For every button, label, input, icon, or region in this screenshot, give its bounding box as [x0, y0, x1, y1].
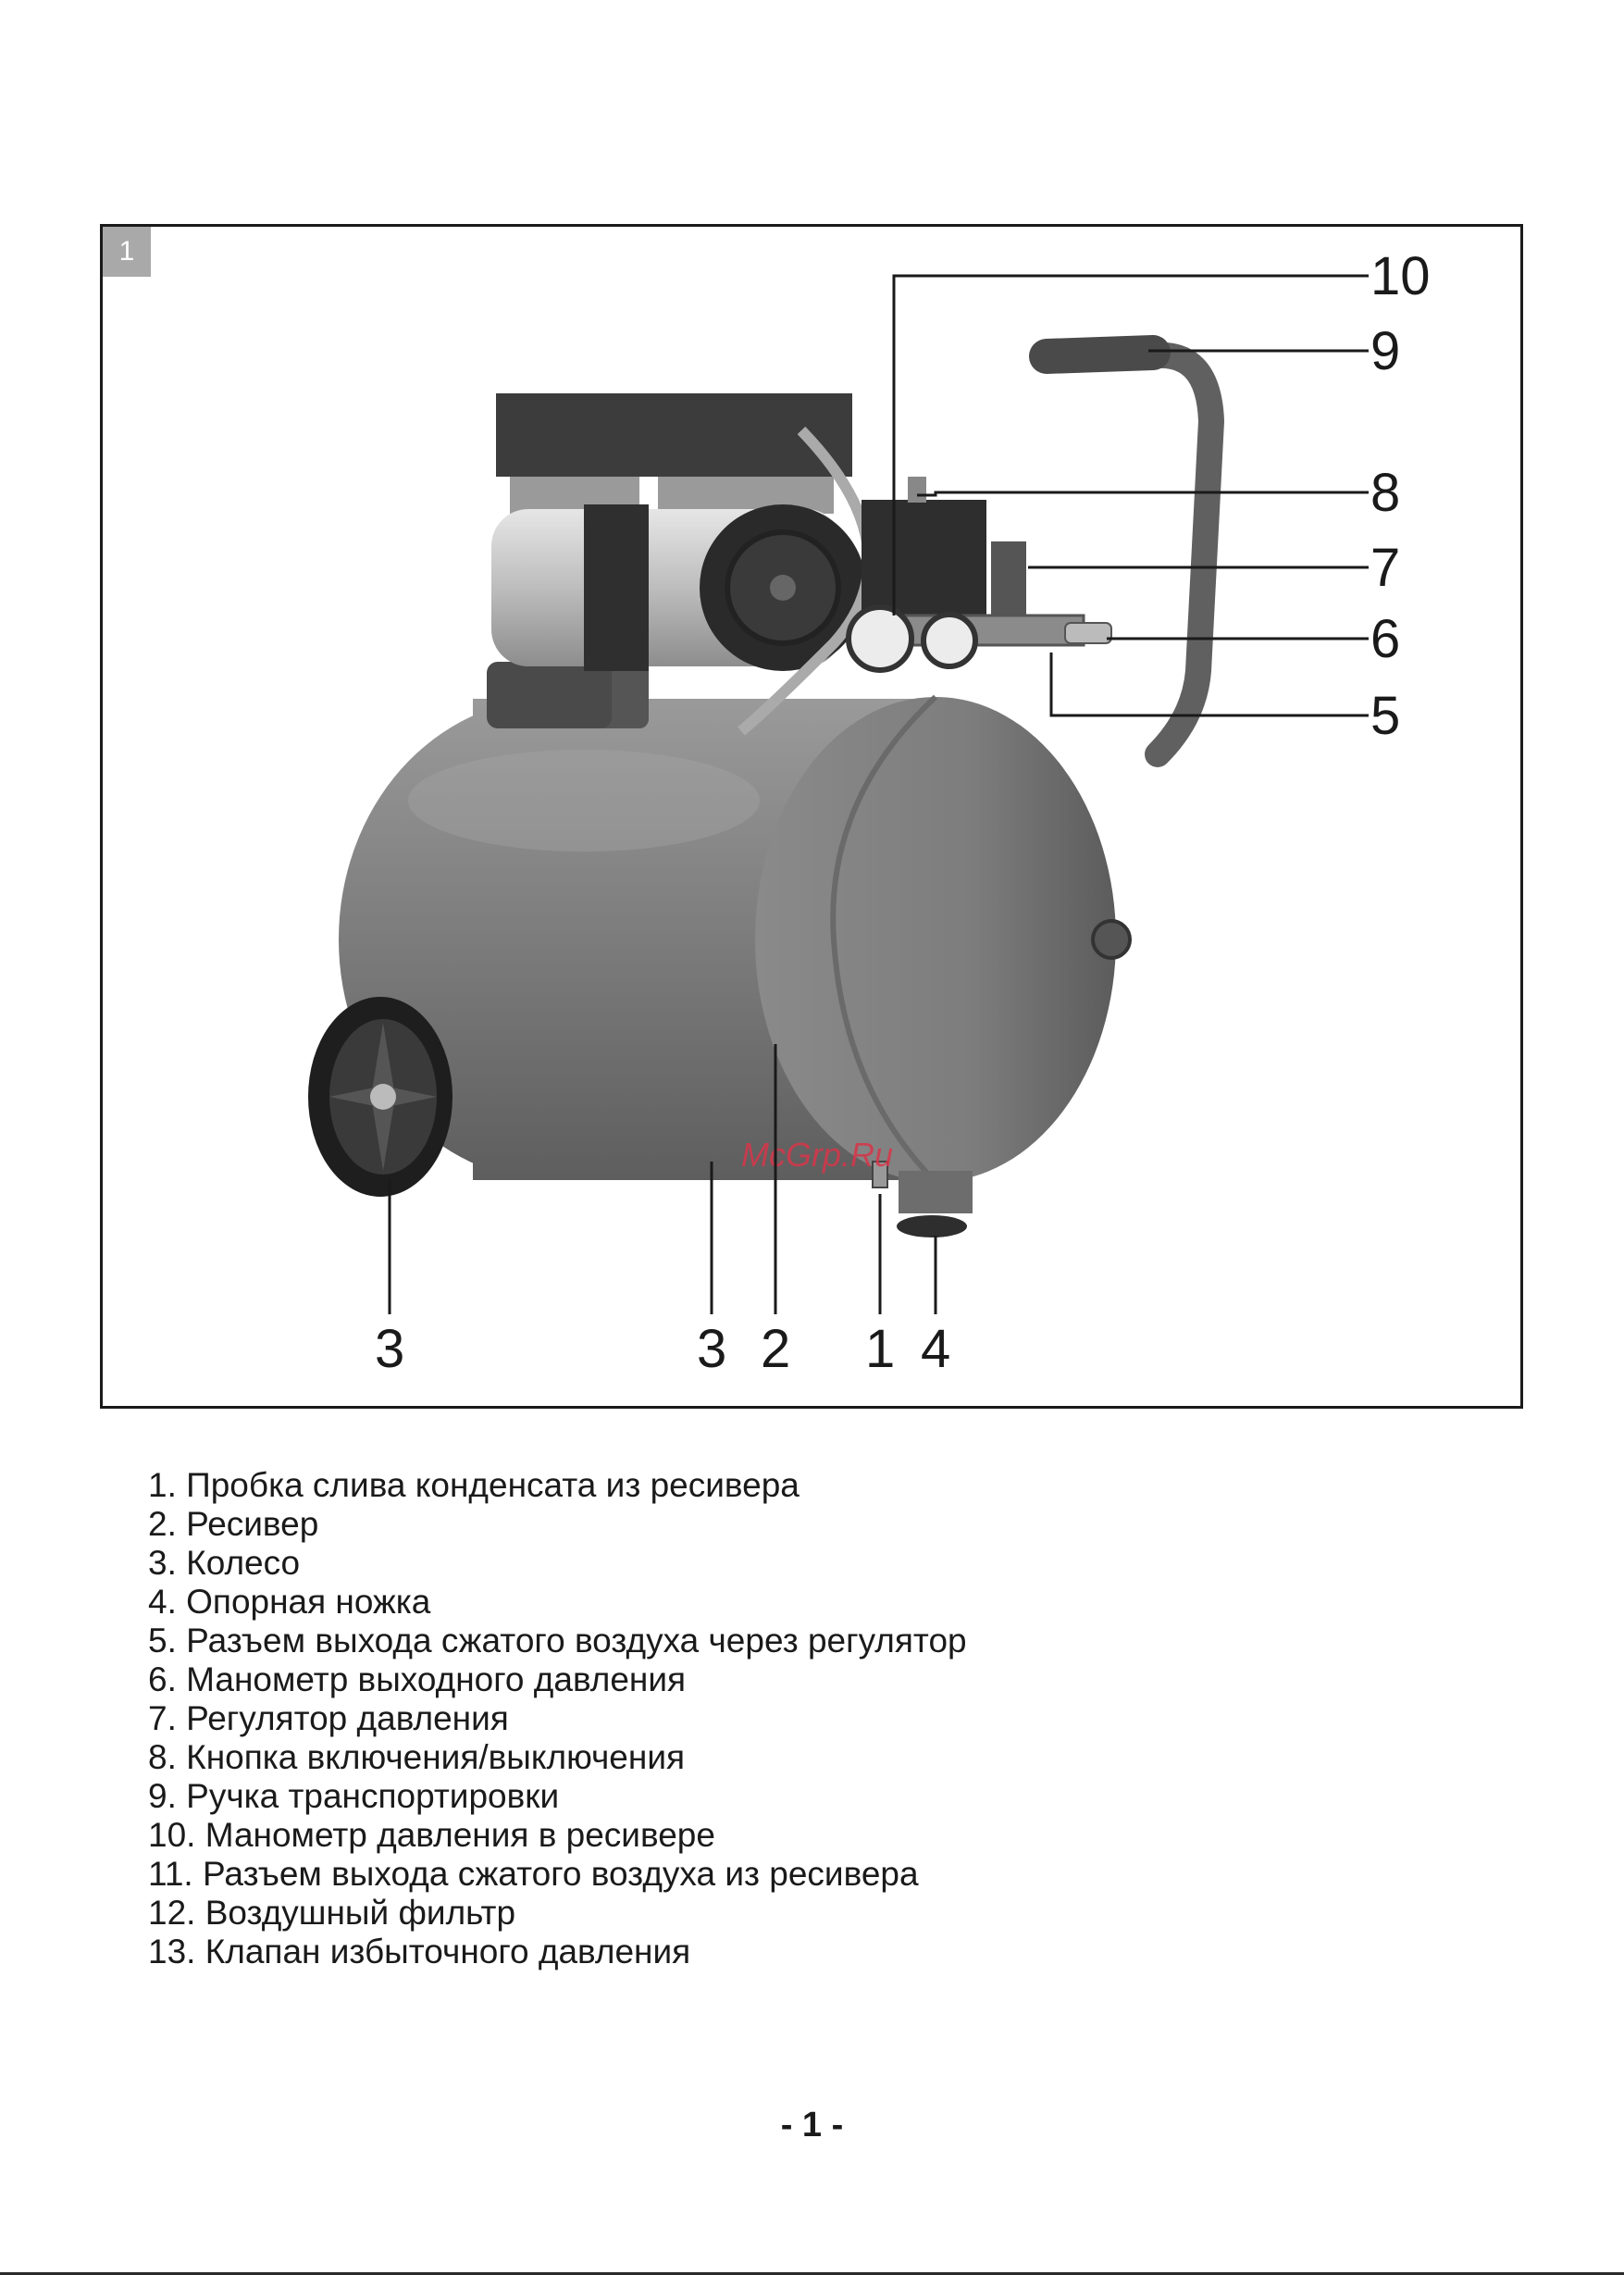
legend-item: 6. Манометр выходного давления: [148, 1660, 687, 1698]
legend-item: 9. Ручка транспортировки: [148, 1777, 560, 1815]
legend-item: 10. Манометр давления в ресивере: [148, 1816, 715, 1854]
callout-5: 5: [1370, 686, 1400, 746]
support-foot: [897, 1171, 973, 1237]
wheel: [308, 997, 452, 1197]
callout-2: 2: [761, 1319, 790, 1379]
callout-4: 4: [921, 1319, 950, 1379]
leader-lines: [388, 274, 1369, 1314]
power-button: [908, 477, 926, 503]
bottom-rule: [0, 2272, 1624, 2275]
callout-8: 8: [1370, 463, 1400, 523]
transport-handle: [1029, 335, 1225, 767]
pressure-regulator: [991, 541, 1026, 615]
figure-frame: 1: [100, 224, 1523, 1409]
pressure-switch: [862, 477, 986, 615]
legend-item: 5. Разъем выхода сжатого воздуха через р…: [148, 1622, 967, 1660]
legend-item: 2. Ресивер: [148, 1505, 319, 1543]
tank-pressure-gauge: [846, 604, 914, 673]
watermark: McGrp.Ru: [741, 1136, 893, 1174]
legend-item: 1. Пробка слива конденсата из ресивера: [148, 1466, 800, 1504]
callout-3-wheel: 3: [375, 1319, 404, 1379]
callout-10: 10: [1370, 246, 1431, 306]
outlet-manifold: [846, 541, 1112, 673]
capacitor-box: [487, 662, 612, 728]
figure-number-tab: 1: [103, 227, 151, 277]
legend-item: 8. Кнопка включения/выключения: [148, 1738, 686, 1776]
air-hose: [738, 426, 874, 736]
legend-item: 12. Воздушный фильтр: [148, 1894, 516, 1932]
air-receiver-tank: [339, 694, 1132, 1185]
callout-9: 9: [1370, 321, 1400, 381]
tank-plug: [1091, 919, 1132, 960]
cylinder-heads: [496, 393, 852, 514]
motor-housing: [491, 504, 866, 671]
callout-3-center: 3: [697, 1319, 726, 1379]
page-number: - 1 -: [780, 2106, 844, 2144]
drain-plug: [872, 1161, 888, 1188]
legend-item: 7. Регулятор давления: [148, 1699, 509, 1737]
regulator-outlet: [1064, 622, 1112, 644]
compressor-illustration: McGrp.Ru 10 9 8 7 6 5 3 3 2 1 4: [308, 246, 1431, 1379]
legend-item: 4. Опорная ножка: [148, 1583, 431, 1621]
parts-legend: 1. Пробка слива конденсата из ресивера 2…: [148, 1466, 967, 1971]
legend-item: 3. Колесо: [148, 1544, 301, 1582]
legend-item: 13. Клапан избыточного давления: [148, 1933, 691, 1970]
output-pressure-gauge: [921, 612, 978, 669]
callout-6: 6: [1370, 609, 1400, 669]
callout-1: 1: [865, 1319, 895, 1379]
legend-item: 11. Разъем выхода сжатого воздуха из рес…: [148, 1855, 919, 1893]
callout-7: 7: [1370, 538, 1400, 598]
